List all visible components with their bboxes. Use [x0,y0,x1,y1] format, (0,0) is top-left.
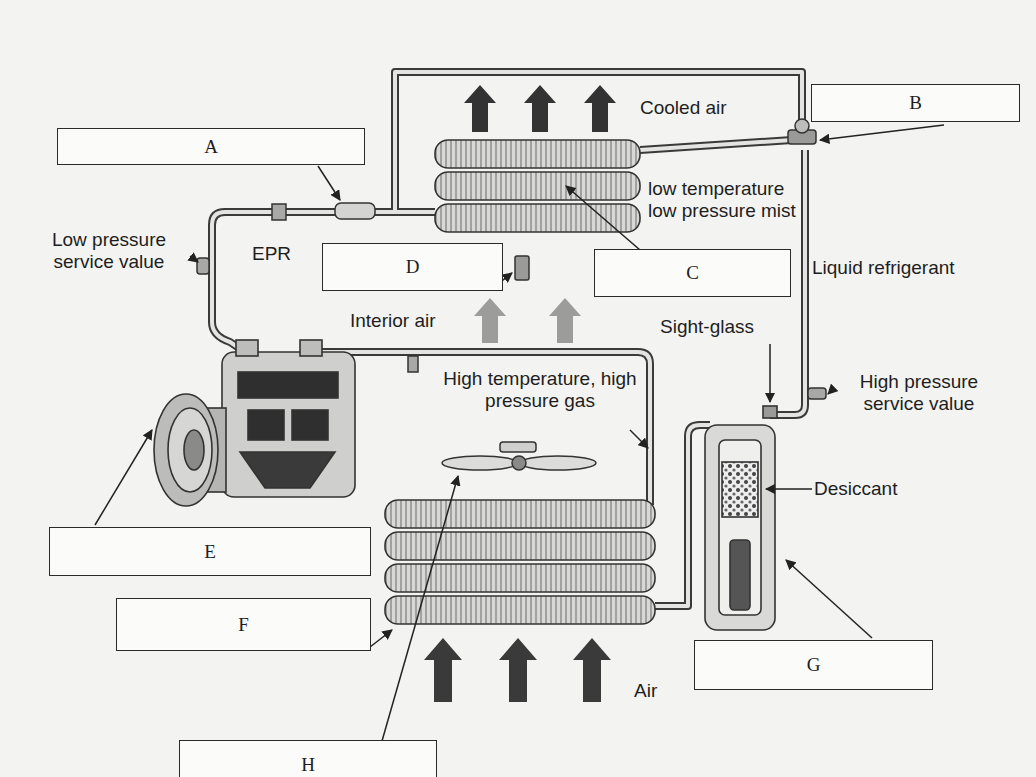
box-letter: H [301,754,315,776]
part-label: Air [634,680,694,702]
part-label: EPR [252,243,312,265]
box-letter: F [238,614,249,636]
pulley [154,394,218,506]
part-label: High temperature, high pressure gas [428,368,652,412]
box-letter: G [807,654,821,676]
box-letter: E [204,541,216,563]
part-label: Low pressure service value [20,229,198,273]
sight-glass [763,406,777,418]
interior-air-arrows [474,298,581,343]
part-label: Liquid refrigerant [812,257,1002,279]
box-letter: B [909,92,922,114]
compressor [204,340,355,497]
part-label: Interior air [350,310,470,332]
part-label: Desiccant [814,478,924,500]
label-box: B [811,84,1020,122]
evaporator [435,140,640,232]
receiver-drier [705,406,777,630]
part-label: low temperature low pressure mist [648,178,810,222]
part-label: Sight-glass [660,316,770,338]
box-letter: A [204,136,218,158]
fan [442,442,596,470]
label-box: C [594,249,791,297]
label-box: D [322,243,503,291]
condenser [385,500,655,624]
cooled-air-arrows [464,85,616,132]
leader-lines [95,125,944,741]
label-box: E [49,527,371,576]
label-box: H [179,740,437,777]
part-label: High pressure service value [834,371,1004,415]
air-arrows [424,638,611,702]
box-letter: C [686,262,699,284]
part-label: Cooled air [640,97,780,119]
label-box: A [57,128,365,165]
box-letter: D [406,256,420,278]
label-box: F [116,598,371,651]
label-box: G [694,640,933,690]
